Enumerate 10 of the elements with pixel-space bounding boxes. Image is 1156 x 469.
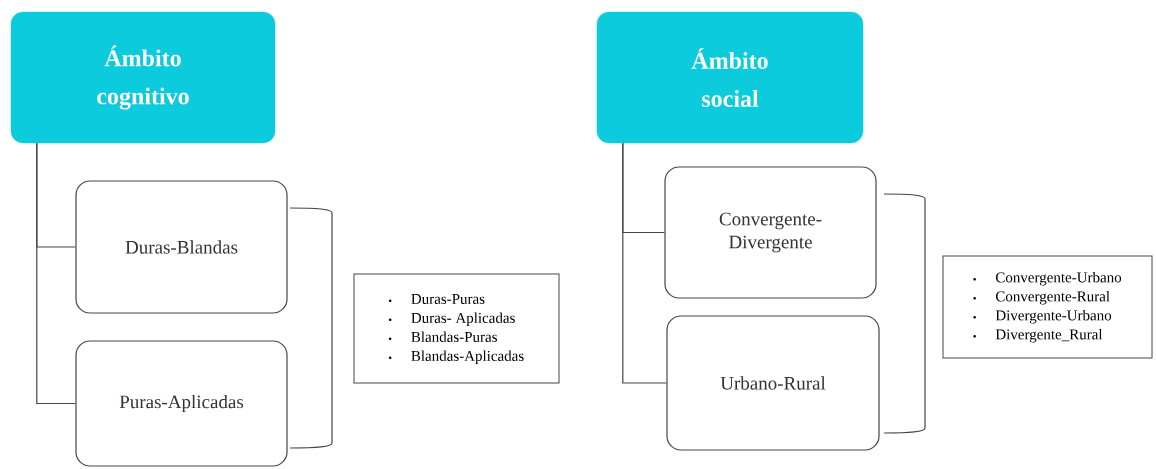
rounded-box: Duras-Blandas xyxy=(75,180,288,314)
rounded-box: Convergente- Divergente xyxy=(664,166,877,299)
rounded-box: Puras-Aplicadas xyxy=(75,340,288,467)
rounded-box: Urbano-Rural xyxy=(666,315,880,451)
connector-line xyxy=(36,142,76,405)
list-box: Convergente-Urbano Convergente-Rural Divergente-Urbano Divergente_Rural xyxy=(942,255,1153,359)
header-box: Ámbito social xyxy=(596,11,864,144)
list-box: Duras-Puras Duras- Aplicadas Blandas-Puras Blandas-Aplicadas xyxy=(353,273,560,384)
header-box: Ámbito cognitivo xyxy=(10,11,276,144)
connector-line xyxy=(622,142,667,384)
